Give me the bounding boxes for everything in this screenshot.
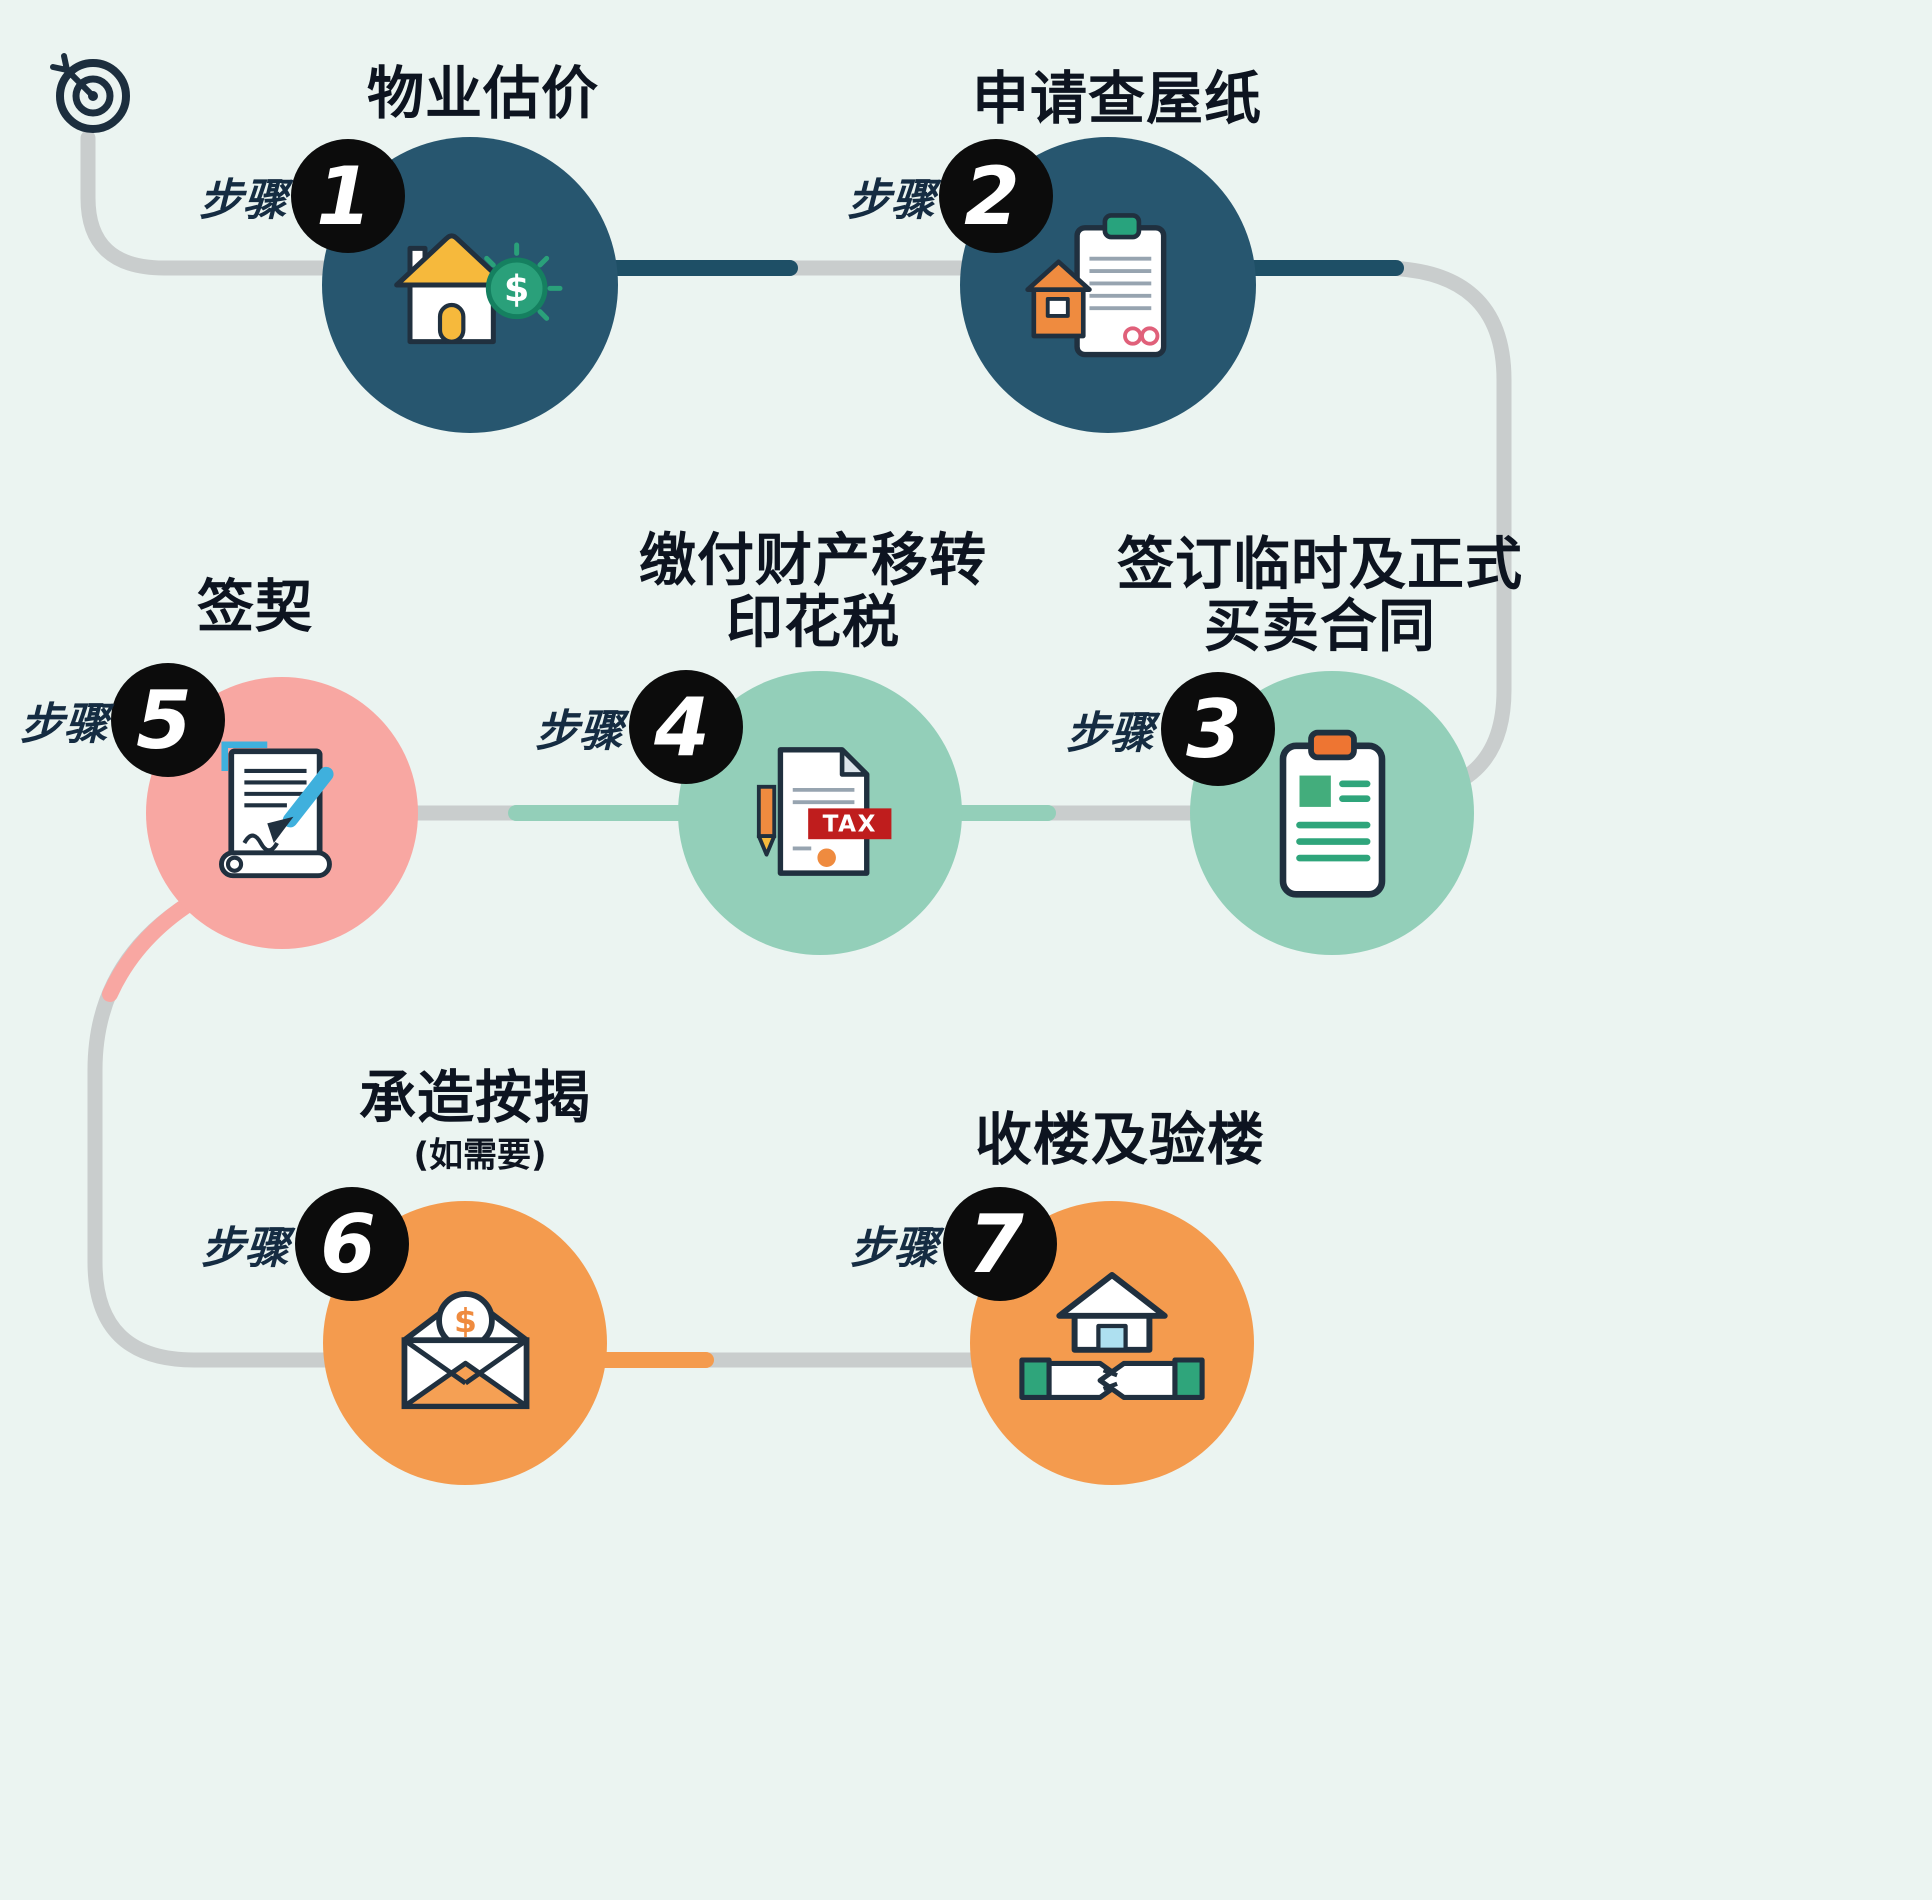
- house-valuation-icon: $: [394, 233, 563, 345]
- target-icon: [50, 53, 130, 133]
- step-number: 5: [136, 673, 192, 767]
- svg-text:$: $: [504, 268, 530, 311]
- step-7-number-badge: 7: [943, 1187, 1057, 1301]
- step-4-title: 缴付财产移转 印花税: [639, 527, 987, 655]
- step-5-title: 签契: [197, 574, 313, 641]
- step-number: 7: [968, 1197, 1024, 1291]
- step-6-subtitle: (如需要): [413, 1135, 547, 1176]
- step-number: 1: [316, 149, 372, 243]
- step-6-title: 承造按揭: [359, 1065, 591, 1132]
- step-4-number-badge: 4: [629, 670, 743, 784]
- step-2-title: 申请查屋纸: [972, 66, 1262, 133]
- contract-clipboard-icon: [1279, 729, 1385, 898]
- step-3-number-badge: 3: [1161, 672, 1275, 786]
- step-1-label: 步骤: [199, 175, 287, 226]
- step-4-label: 步骤: [535, 706, 623, 757]
- step-1-number-badge: 1: [291, 139, 405, 253]
- step-number: 3: [1186, 682, 1242, 776]
- step-7-title: 收楼及验楼: [975, 1107, 1265, 1174]
- step-number: 6: [320, 1197, 376, 1291]
- handover-handshake-icon: [1019, 1272, 1205, 1400]
- svg-text:$: $: [454, 1300, 477, 1339]
- step-6-number-badge: 6: [295, 1187, 409, 1301]
- step-7-label: 步骤: [850, 1223, 938, 1274]
- step-3-title: 签订临时及正式 买卖合同: [1117, 531, 1523, 659]
- sign-deed-icon: [219, 741, 334, 878]
- step-6-circle: $: [323, 1201, 607, 1485]
- step-6-label: 步骤: [201, 1223, 289, 1274]
- step-number: 2: [964, 149, 1020, 243]
- step-2-label: 步骤: [847, 175, 935, 226]
- mortgage-money-icon: $: [401, 1290, 529, 1409]
- step-5-number-badge: 5: [111, 663, 225, 777]
- step-1-title: 物业估价: [367, 61, 599, 128]
- title-deed-icon: [1025, 213, 1167, 358]
- stamp-duty-tax-icon: TAX: [756, 747, 891, 876]
- step-5-label: 步骤: [20, 699, 108, 750]
- step-5-circle: [146, 677, 418, 949]
- step-number: 4: [654, 680, 710, 774]
- step-3-label: 步骤: [1066, 708, 1154, 759]
- step-2-number-badge: 2: [939, 139, 1053, 253]
- svg-text:TAX: TAX: [822, 812, 876, 838]
